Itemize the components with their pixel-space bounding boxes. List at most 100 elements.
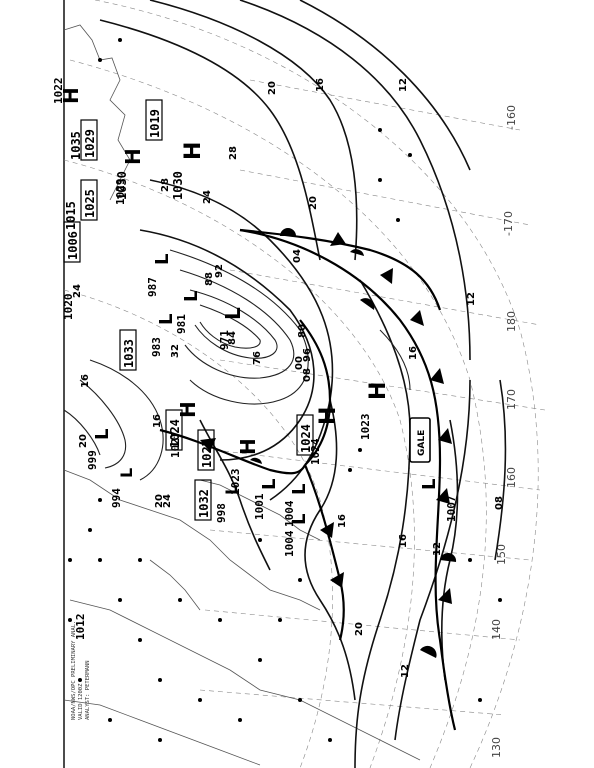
- isobar-label: 84: [227, 331, 238, 345]
- high-center-value: 1022: [52, 78, 65, 105]
- footer-legend: NOAA/NWS/OPC PRELIMINARY ANAL. VALID 120…: [71, 621, 91, 720]
- high-center-symbol: H: [59, 87, 83, 104]
- low-center-983: L 983: [150, 314, 177, 357]
- low-center-value: 994: [110, 488, 123, 508]
- footer-line-3: ANALYST: PETERMANN: [85, 660, 91, 720]
- fronts: [159, 228, 457, 731]
- boxed-value-1025: 1025: [83, 189, 97, 218]
- isobar-label: 16: [315, 78, 326, 92]
- low-center-value: 998: [215, 503, 228, 523]
- boxed-pressure-values: 1029 1025 1006 1019 1033 1024 1027 1032 …: [62, 99, 314, 641]
- lon-label-3: 170: [505, 389, 518, 410]
- high-center-1030: H 1030: [171, 142, 206, 200]
- low-center-1004-a: L 1004: [283, 484, 310, 527]
- high-center-1029: H 1029: [114, 148, 145, 205]
- high-center-symbol: H: [236, 438, 260, 455]
- low-center-value: 1004: [283, 500, 296, 527]
- boxed-value-1024-e: 1024: [299, 424, 313, 453]
- isobars: [63, 0, 507, 768]
- boxed-value-1019: 1019: [148, 109, 162, 138]
- high-center-symbol: H: [366, 382, 391, 400]
- isobar-label: 20: [267, 81, 278, 95]
- low-center-value: 987: [146, 277, 159, 297]
- isobar-label: 92: [214, 264, 225, 278]
- lon-label-2: 180: [505, 311, 518, 332]
- isobar-label: 12: [466, 292, 477, 306]
- high-center-symbol: H: [316, 407, 341, 425]
- boxed-value-1030: 1030: [115, 171, 129, 200]
- isobar-label: 20: [354, 622, 365, 636]
- isobar-label: 00: [294, 356, 305, 370]
- low-center-994: L 994: [110, 468, 136, 508]
- isobar-label: 16: [337, 514, 348, 528]
- high-center-1023-west: H 1023: [229, 438, 260, 495]
- boxed-value-1006: 1006: [66, 231, 80, 260]
- low-center-symbol: L: [117, 468, 136, 478]
- isobar-label: 16: [152, 414, 163, 428]
- isobar-label: 04: [292, 249, 303, 263]
- isobar-label: 80: [297, 324, 308, 338]
- high-center-value: 1030: [171, 171, 185, 200]
- low-center-1001: L 1001: [253, 479, 280, 520]
- low-center-symbol: L: [181, 291, 202, 302]
- gale-box: [409, 417, 431, 463]
- low-center-1007: L 1007: [419, 479, 458, 522]
- boxed-value-1024-w: 1024: [168, 419, 182, 448]
- low-center-998: L 998: [215, 485, 241, 523]
- low-center-981: L 981: [175, 291, 202, 334]
- coastlines: [63, 24, 421, 766]
- isobar-label: 20: [308, 196, 319, 210]
- isobar-label: 08: [494, 496, 505, 510]
- high-center-value: 1023: [229, 469, 242, 496]
- longitude-grid: [199, 79, 546, 716]
- low-center-1004-b: L 1004: [283, 514, 310, 557]
- high-center-1022: H 1022: [52, 78, 83, 105]
- low-center-value: 999: [86, 450, 99, 470]
- low-center-value: 1004: [283, 530, 296, 557]
- occluded-front: [299, 319, 332, 466]
- lon-label-1: -170: [502, 211, 515, 236]
- boxed-value-1035: 1035: [69, 131, 83, 160]
- isobar-label: 12: [400, 664, 411, 678]
- isobar-labels: 20 16 12 12 08 16 16 12 12 20 20 16 08 0…: [72, 78, 505, 678]
- isobar-label: 20: [78, 434, 89, 448]
- lon-label-7: 130: [490, 737, 503, 758]
- isobar-label: 12: [432, 542, 443, 556]
- low-center-999: L 999: [86, 429, 113, 470]
- high-center-value: 1024: [309, 438, 322, 465]
- lon-label-4: 160: [505, 467, 518, 488]
- gale-label: GALE: [417, 430, 427, 456]
- low-center-symbol: L: [156, 314, 177, 325]
- boxed-value-1027: 1027: [200, 439, 214, 468]
- low-center-symbol: L: [259, 479, 280, 490]
- lon-label-6: 140: [490, 619, 503, 640]
- boxed-value-1033: 1033: [122, 339, 136, 368]
- low-center-value: 981: [175, 314, 188, 334]
- low-center-symbol: L: [222, 485, 241, 495]
- low-center-symbol: L: [221, 307, 245, 320]
- isobar-label: 20: [154, 494, 165, 508]
- isobar-label: 16: [398, 534, 409, 548]
- low-center-971: L 971: [218, 307, 245, 350]
- isobar-label: 24: [202, 190, 213, 204]
- gale-warning: GALE: [409, 417, 431, 463]
- isobar-label: 12: [398, 78, 409, 92]
- low-center-symbol: L: [289, 514, 310, 525]
- isobar-label: 28: [228, 146, 239, 160]
- high-center-1024: H 1024: [309, 407, 341, 465]
- lon-label-0: -160: [505, 105, 518, 130]
- isobar-label: 88: [204, 272, 215, 286]
- isobar-label: 76: [252, 351, 263, 365]
- latitude-grid: [63, 0, 539, 768]
- low-center-symbol: L: [152, 254, 173, 265]
- isobar-label: 96: [302, 348, 313, 362]
- boxed-value-1012: 1012: [74, 614, 87, 641]
- high-center-symbol: H: [181, 142, 206, 160]
- footer-line-2: VALID 1200Z: [78, 683, 84, 720]
- front-south: [303, 464, 345, 641]
- high-center-value: 1023: [359, 414, 372, 441]
- pressure-centers: H 1030 H 1029 H 1023 H 1024 H 1027 H 102…: [52, 78, 458, 558]
- low-center-value: 971: [218, 330, 231, 350]
